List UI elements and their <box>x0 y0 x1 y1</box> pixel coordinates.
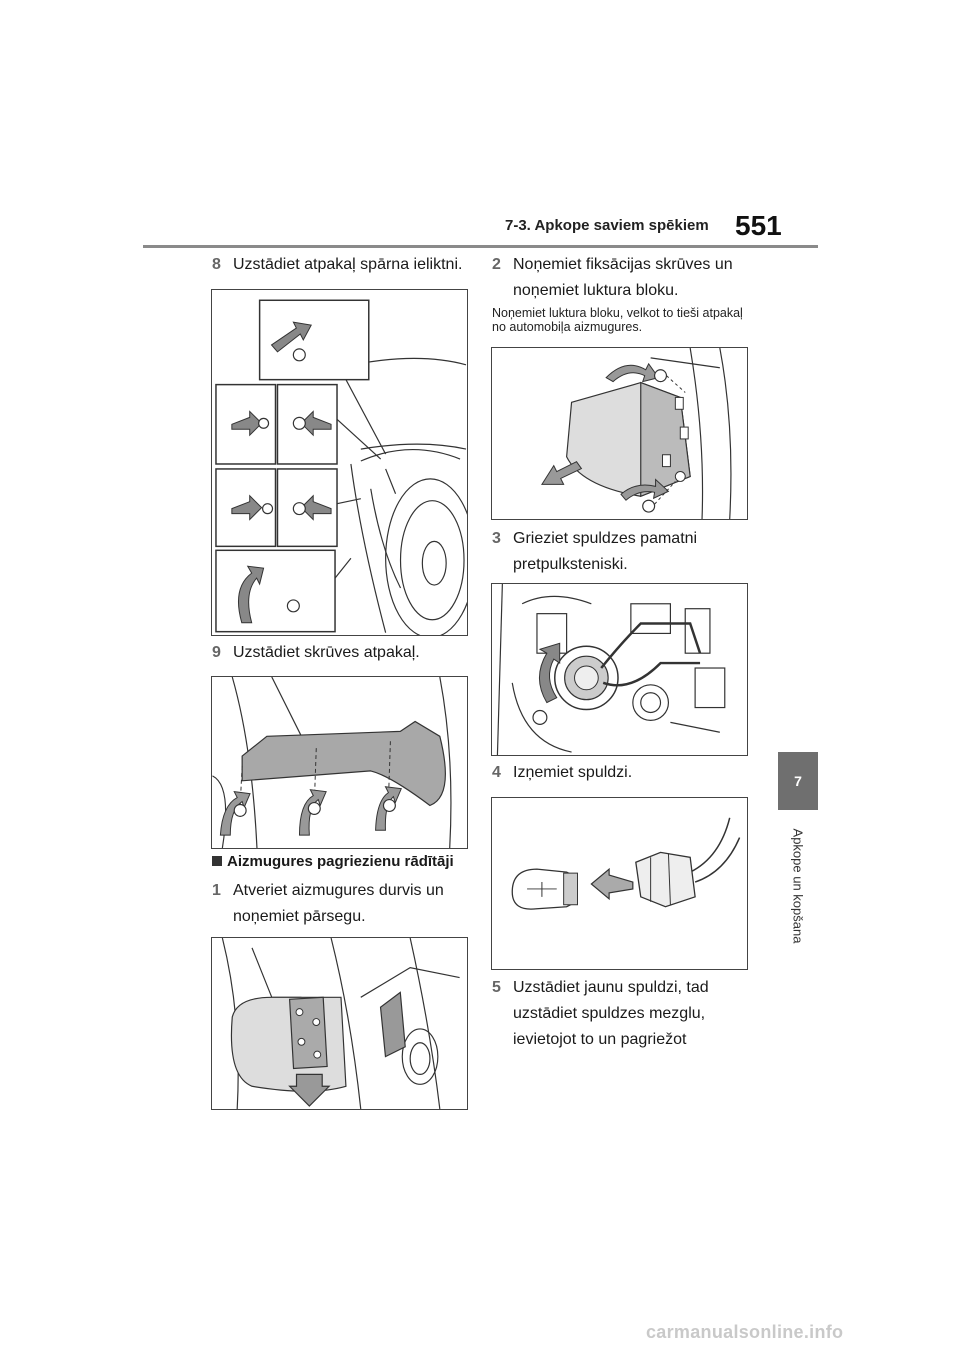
lamp-unit-illustration <box>491 347 748 520</box>
lamp-unit-drawing <box>541 348 732 519</box>
step-text: Noņemiet fiksācijas skrūves un noņemiet … <box>513 256 733 299</box>
chapter-label: Apkope un kopšana <box>790 828 806 944</box>
step-number: 5 <box>492 979 501 996</box>
step-2-note: Noņemiet luktura bloku, velkot to tieši … <box>492 306 743 334</box>
step-4: 4 Izņemiet spuldzi. <box>492 760 762 786</box>
step-9: 9 Uzstādiet skrūves atpakaļ. <box>212 640 482 666</box>
rear-cover-illustration <box>211 937 468 1110</box>
step-number: 3 <box>492 530 501 547</box>
step-1: 1 Atveriet aizmugures durvis un noņemiet… <box>212 878 482 930</box>
step-3: 3 Grieziet spuldzes pamatni pretpulksten… <box>492 526 762 578</box>
bulb-removal-drawing <box>511 817 741 910</box>
heading-square-icon <box>212 856 222 866</box>
bulb-socket-illustration <box>491 583 748 756</box>
step-2: 2 Noņemiet fiksācijas skrūves un noņemie… <box>492 252 762 304</box>
step-text: Grieziet spuldzes pamatni pretpulkstenis… <box>513 530 698 573</box>
rear-cover-drawing <box>221 938 460 1109</box>
section-title: 7-3. Apkope saviem spēkiem <box>505 217 709 234</box>
fender-liner-illustration <box>211 289 468 636</box>
heading-text: Aizmugures pagriezienu rādītāji <box>227 853 454 870</box>
step-text: Uzstādiet skrūves atpakaļ. <box>233 644 420 661</box>
bulb-removal-illustration <box>491 797 748 970</box>
section-heading: Aizmugures pagriezienu rādītāji <box>212 853 454 870</box>
screws-drawing <box>212 677 452 848</box>
step-number: 9 <box>212 644 221 661</box>
step-number: 8 <box>212 256 221 273</box>
watermark: carmanualsonline.info <box>646 1322 844 1342</box>
bulb-socket-drawing <box>496 584 726 755</box>
chapter-tab: 7 <box>778 752 818 810</box>
step-text: Uzstādiet jaunu spuldzi, tad uzstādiet s… <box>513 979 709 1048</box>
step-number: 2 <box>492 256 501 273</box>
step-text: Uzstādiet atpakaļ spārna ieliktni. <box>233 256 463 273</box>
step-text: Atveriet aizmugures durvis un noņemiet p… <box>233 882 444 925</box>
page-number: 551 <box>735 210 782 241</box>
step-number: 1 <box>212 882 221 899</box>
step-text: Izņemiet spuldzi. <box>513 764 633 781</box>
step-8: 8 Uzstādiet atpakaļ spārna ieliktni. <box>212 252 482 278</box>
header-divider <box>143 245 818 248</box>
fender-liner-drawing <box>215 299 467 635</box>
step-number: 4 <box>492 764 501 781</box>
screws-illustration <box>211 676 468 849</box>
step-5: 5 Uzstādiet jaunu spuldzi, tad uzstādiet… <box>492 975 762 1053</box>
